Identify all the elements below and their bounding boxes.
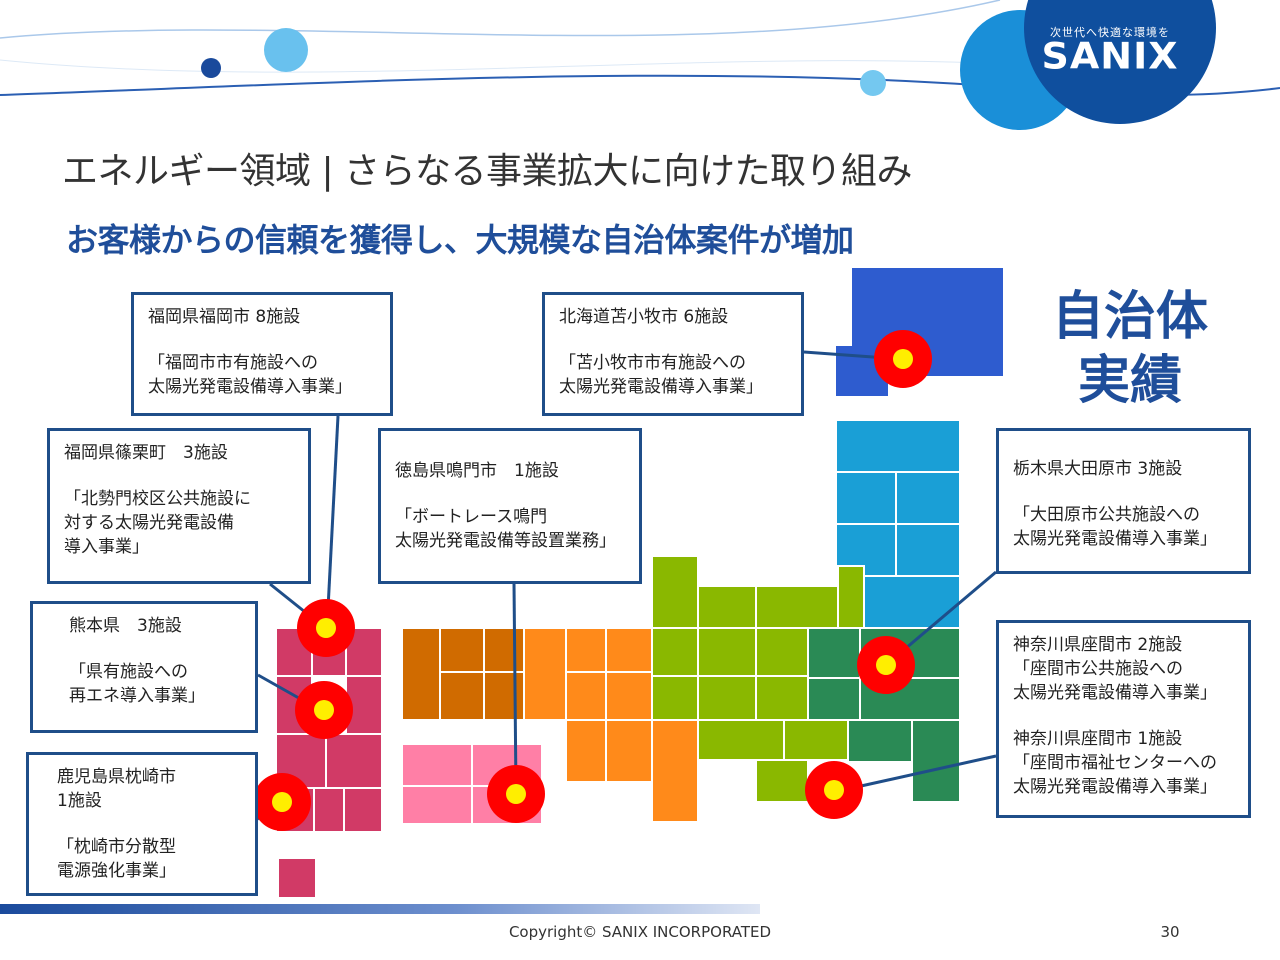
wave-line-faint	[0, 59, 1101, 73]
map-block-kinki-6	[565, 719, 607, 783]
map-block-kyushu-9	[313, 787, 345, 833]
map-block-chugoku-4	[439, 671, 485, 721]
map-block-tohoku-3	[895, 471, 961, 525]
callout-heading: 福岡県篠栗町 3施設	[64, 443, 228, 463]
map-block-kinki-4	[565, 671, 607, 721]
map-block-tohoku-5	[895, 523, 961, 577]
marker-tomakomai	[874, 330, 932, 388]
callout-heading: 福岡県福岡市 8施設	[148, 307, 301, 327]
wave-line-top	[0, 0, 1001, 39]
map-block-kinki-7	[605, 719, 653, 783]
callout-otawara: 栃木県大田原市 3施設 「大田原市公共施設への 太陽光発電設備導入事業」	[996, 428, 1251, 574]
callout-detail-2: 「座間市福祉センターへの 太陽光発電設備導入事業」	[1013, 753, 1217, 797]
map-block-chubu-12	[783, 719, 849, 761]
map-block-chubu-2	[697, 585, 757, 629]
map-block-chubu-7	[755, 627, 809, 677]
callout-detail-1: 「座間市公共施設への 太陽光発電設備導入事業」	[1013, 659, 1217, 703]
map-block-chubu-13	[755, 759, 809, 803]
logo-bg-dark	[1024, 0, 1216, 124]
map-block-tohoku-1	[835, 419, 961, 473]
map-block-chubu-10	[755, 675, 809, 721]
callout-fukuoka-city: 福岡県福岡市 8施設 「福岡市市有施設への 太陽光発電設備導入事業」	[131, 292, 393, 416]
region-kyushu	[275, 627, 383, 899]
map-block-shikoku-1	[401, 743, 473, 787]
map-block-tohoku-6	[863, 575, 961, 629]
callout-detail: 「大田原市公共施設への 太陽光発電設備導入事業」	[1013, 505, 1217, 549]
callout-detail: 「ボートレース鳴門 太陽光発電設備等設置業務」	[395, 507, 616, 551]
map-block-tohoku-2	[835, 471, 897, 525]
callout-heading: 熊本県 3施設	[69, 616, 182, 636]
leader-line-fukuoka-city	[325, 415, 340, 629]
callout-heading: 鹿児島県枕崎市 1施設	[57, 767, 176, 811]
region-chugoku	[401, 627, 525, 721]
map-block-chubu-6	[697, 627, 757, 677]
callout-zama: 神奈川県座間市 2施設 「座間市公共施設への 太陽光発電設備導入事業」 神奈川県…	[996, 620, 1251, 818]
map-block-kyushu-7	[325, 733, 383, 789]
callout-sasaguri: 福岡県篠栗町 3施設 「北勢門校区公共施設に 対する太陽光発電設備 導入事業」	[47, 428, 311, 584]
marker-zama	[805, 761, 863, 819]
location-markers	[253, 330, 932, 831]
logo-tagline: 次世代へ快適な環境を	[1050, 26, 1170, 39]
category-label: 自治体 実績	[1051, 287, 1208, 411]
map-block-chubu-3	[755, 585, 839, 629]
map-block-kanto-3	[807, 677, 861, 721]
footer-bar	[0, 904, 760, 914]
logo-wordmark: SANIX	[1041, 35, 1179, 77]
marker-fukuoka-city	[297, 599, 355, 657]
map-block-chubu-1	[651, 555, 699, 629]
callout-heading: 栃木県大田原市 3施設	[1013, 459, 1183, 479]
map-block-kanto-1	[807, 627, 861, 679]
map-block-kanto-6	[911, 719, 961, 803]
copyright: Copyright© SANIX INCORPORATED	[508, 923, 772, 941]
marker-makurazaki	[253, 773, 311, 831]
page-title: エネルギー領域 | さらなる事業拡大に向けた取り組み	[62, 151, 913, 192]
map-block-chugoku-5	[483, 671, 525, 721]
callout-makurazaki: 鹿児島県枕崎市 1施設 「枕崎市分散型 電源強化事業」	[26, 752, 258, 896]
bubble-small-light	[860, 70, 886, 96]
callout-naruto: 徳島県鳴門市 1施設 「ボートレース鳴門 太陽光発電設備等設置業務」	[378, 428, 642, 584]
map-block-kinki-1	[523, 627, 567, 721]
region-kinki	[523, 627, 699, 823]
map-block-chubu-11	[697, 719, 785, 761]
map-block-kinki-8	[651, 719, 699, 823]
callout-tomakomai: 北海道苫小牧市 6施設 「苫小牧市市有施設への 太陽光発電設備導入事業」	[542, 292, 804, 416]
marker-kumamoto	[295, 681, 353, 739]
callout-detail: 「苫小牧市市有施設への 太陽光発電設備導入事業」	[559, 353, 763, 397]
callout-heading-2: 神奈川県座間市 1施設	[1013, 729, 1183, 749]
page-number: 30	[1160, 923, 1180, 941]
bubble-large-light	[264, 28, 308, 72]
callout-kumamoto: 熊本県 3施設 「県有施設への 再エネ導入事業」	[30, 601, 258, 733]
map-block-shikoku-3	[401, 785, 473, 825]
leader-line-naruto	[512, 582, 518, 793]
map-block-chubu-5	[651, 627, 699, 677]
map-block-kanto-5	[847, 719, 913, 763]
marker-otawara	[857, 636, 915, 694]
map-block-chubu-9	[697, 675, 757, 721]
callout-detail: 「北勢門校区公共施設に 対する太陽光発電設備 導入事業」	[64, 489, 251, 557]
map-block-kinki-3	[605, 627, 653, 673]
callout-detail: 「県有施設への 再エネ導入事業」	[69, 662, 205, 706]
callout-heading-1: 神奈川県座間市 2施設	[1013, 635, 1183, 655]
map-block-kinki-5	[605, 671, 653, 721]
map-block-kinki-2	[565, 627, 607, 673]
callout-detail: 「福岡市市有施設への 太陽光発電設備導入事業」	[148, 353, 352, 397]
region-tohoku	[835, 419, 961, 629]
callout-detail: 「枕崎市分散型 電源強化事業」	[57, 837, 176, 881]
page-subtitle: お客様からの信頼を獲得し、大規模な自治体案件が増加	[66, 221, 854, 259]
map-block-chugoku-2	[439, 627, 485, 673]
map-block-kyushu-okinawa	[277, 857, 317, 899]
bubble-small-dark	[201, 58, 221, 78]
map-block-chugoku-3	[483, 627, 525, 673]
map-block-chubu-4	[837, 565, 865, 629]
map-block-chugoku-1	[401, 627, 441, 721]
map-block-chubu-8	[651, 675, 699, 721]
map-block-kyushu-10	[343, 787, 383, 833]
callout-heading: 北海道苫小牧市 6施設	[559, 307, 729, 327]
marker-naruto	[487, 765, 545, 823]
callout-heading: 徳島県鳴門市 1施設	[395, 461, 559, 481]
